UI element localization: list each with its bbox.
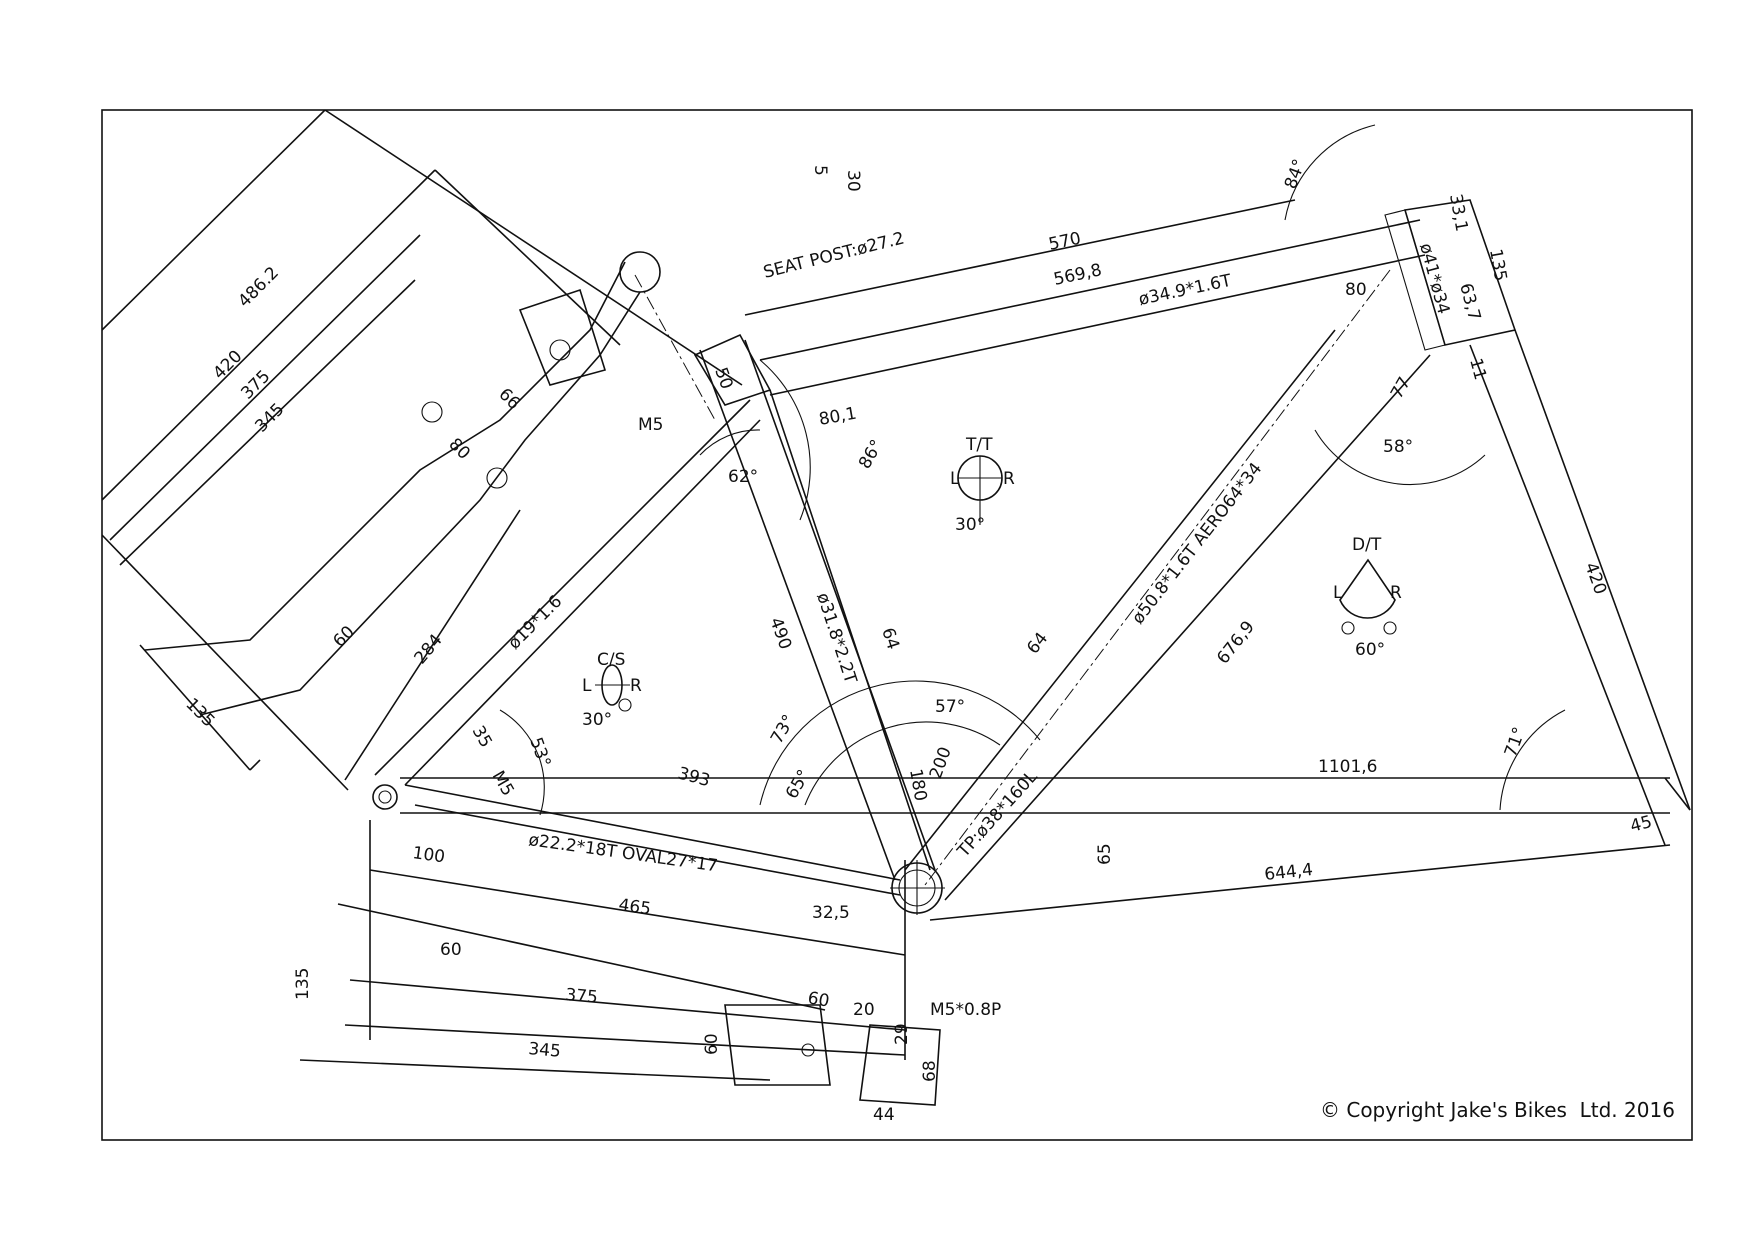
seat-post-label: SEAT POST:ø27.2 [761,228,906,282]
head-tube-135: 135 [1485,247,1510,282]
chain-stay-spec: ø22.2*18T OVAL27*17 [527,830,719,876]
rack-bottom-m5: M5*0.8P [930,1000,1001,1020]
seat-stay-284: 284 [411,630,447,668]
rack-bottom-60b: 60 [702,1033,722,1055]
bb-200: 200 [926,744,956,781]
head-tube-11: 11 [1465,356,1490,382]
top-tube-569-8: 569,8 [1052,260,1104,290]
tt-title: T/T [965,435,993,455]
top-tube-80: 80 [1345,280,1367,300]
head-tube-angle-84: 84° [1281,157,1310,192]
cs-angle: 30° [582,710,612,730]
seat-tube-angle-62: 62° [728,467,758,487]
rack-bottom-20: 20 [853,1000,875,1020]
wheelbase-1101-6: 1101,6 [1318,757,1377,777]
seat-stay-m5b: M5 [488,768,518,800]
rack-bottom-geometry [299,820,941,1106]
bb-tp: TP:ø38*160L [953,767,1042,862]
rack-bottom-60a: 60 [440,940,462,960]
head-tube-angle-58: 58° [1383,437,1413,457]
cs-left: L [582,676,592,696]
tt-left: L [950,469,960,489]
copyright-notice: © Copyright Jake's Bikes Ltd. 2016 [1320,1098,1675,1122]
rack-bottom-60c: 60 [806,988,831,1011]
tt-angle: 30° [955,515,985,535]
seat-stay-m5: M5 [638,415,663,435]
head-tube-spec: ø41*ø34 [1415,241,1453,316]
chain-stay-32-5: 32,5 [812,903,850,923]
top-tube-angle-86: 86° [855,436,887,472]
dt-right: R [1390,583,1402,603]
head-tube-33-1: 33,1 [1445,192,1471,233]
top-tube-80-1: 80,1 [817,404,858,430]
rack-135: 135 [181,694,218,731]
seat-tube-64: 64 [877,625,903,652]
head-tube-63-7: 63,7 [1455,281,1484,323]
rack-345: 345 [251,399,288,436]
rack-top-geometry [101,109,743,791]
seat-stay-35: 35 [468,723,496,752]
chain-stay-100: 100 [411,843,446,867]
frame-geometry [344,199,1691,921]
seat-tube-angle-65: 65° [782,766,814,802]
seat-post-dim-5: 5 [810,165,830,176]
rack-bottom-135: 135 [293,968,313,1000]
rack-bottom-44: 44 [873,1105,895,1125]
rack-bottom-345: 345 [528,1039,562,1062]
drawing-border [101,109,1693,1141]
rack-420: 420 [209,346,246,383]
wheelbase-65: 65 [1095,843,1115,865]
top-tube-570: 570 [1047,229,1083,255]
fork-420: 420 [1580,560,1610,597]
rack-66: 66 [494,384,523,413]
seat-stay-angle-53: 53° [525,735,554,770]
down-tube-spec: ø50.8*1.6T AERO64*34 [1128,459,1266,628]
dt-left: L [1333,583,1343,603]
rack-bottom-68: 68 [920,1060,940,1082]
dt-angle: 60° [1355,640,1385,660]
fork-45: 45 [1628,812,1654,837]
dt-title: D/T [1352,535,1382,555]
down-tube-676-9: 676,9 [1213,617,1259,668]
seat-stay-spec: ø19*1.6 [504,592,566,654]
chain-stay-465: 465 [617,895,652,919]
cs-right: R [630,676,642,696]
rack-bottom-29: 29 [892,1023,912,1045]
down-tube-64: 64 [1023,629,1052,658]
fork-angle-71: 71° [1501,725,1530,760]
seat-tube-490: 490 [765,615,795,652]
bb-angle-57: 57° [935,697,965,717]
seat-tube-angle-73: 73° [767,711,799,747]
cable-guide-tt: T/T L R 30° [950,435,1015,535]
rack-375: 375 [237,366,274,403]
rack-486-2: 486.2 [234,263,283,312]
tt-right: R [1003,469,1015,489]
cable-guide-cs: C/S L R 30° [582,650,642,730]
rack-bottom-375: 375 [565,985,599,1008]
dimension-labels: SEAT POST:ø27.2 30 5 570 569,8 ø34.9*1.6… [181,157,1654,1125]
chain-stay-393: 393 [676,764,713,792]
cs-title: C/S [597,650,625,670]
seat-post-dim-30: 30 [843,170,863,192]
angle-arcs [499,124,1566,816]
rack-60: 60 [329,622,358,651]
cable-guide-dt: D/T L R 60° [1333,535,1402,660]
